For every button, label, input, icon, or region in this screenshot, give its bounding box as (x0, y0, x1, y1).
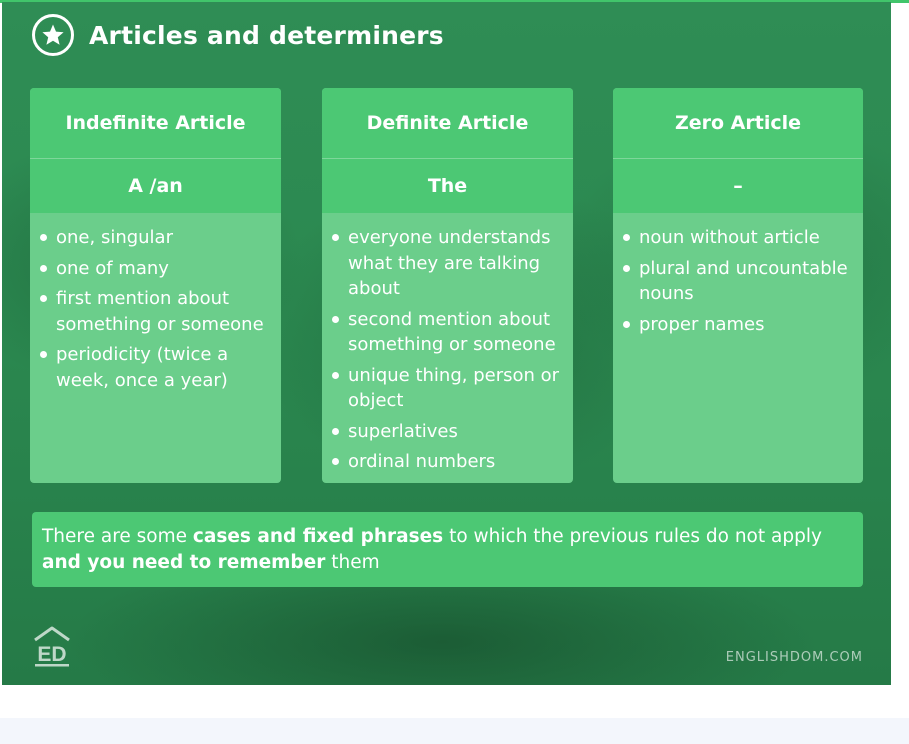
list-item: superlatives (330, 419, 565, 445)
top-accent-line (0, 0, 909, 3)
list-item: first mention about something or someone (38, 286, 273, 337)
list-item: everyone understands what they are talki… (330, 225, 565, 302)
card-list: everyone understands what they are talki… (322, 213, 573, 475)
list-item: one, singular (38, 225, 273, 251)
note-text: There are some (42, 526, 193, 547)
logo-text: ED (37, 643, 66, 666)
page-bottom-bar (0, 718, 909, 744)
card-header: Zero Article (613, 88, 863, 158)
card-subheader: – (613, 158, 863, 213)
list-item: one of many (38, 256, 273, 282)
list-item: proper names (621, 312, 855, 338)
note-bold-text: and you need to remember (42, 551, 326, 573)
list-item: unique thing, person or object (330, 363, 565, 414)
card-list: one, singular one of many first mention … (30, 213, 281, 393)
card-subheader: A /an (30, 158, 281, 213)
card-indefinite-article: Indefinite Article A /an one, singular o… (30, 88, 281, 483)
infographic-slide: Articles and determiners Indefinite Arti… (2, 2, 891, 685)
list-item: periodicity (twice a week, once a year) (38, 342, 273, 393)
house-icon: ED (32, 624, 72, 672)
note-text: them (325, 551, 380, 573)
note-bold-text: cases and fixed phrases (192, 526, 444, 547)
title-row: Articles and determiners (32, 14, 444, 56)
site-url: ENGLISHDOM.COM (725, 650, 863, 665)
card-zero-article: Zero Article – noun without article plur… (613, 88, 863, 483)
page-title: Articles and determiners (89, 20, 444, 50)
note-box: There are some cases and fixed phrases t… (32, 512, 863, 587)
list-item: ordinal numbers (330, 449, 565, 475)
card-definite-article: Definite Article The everyone understand… (322, 88, 573, 483)
card-header: Indefinite Article (30, 88, 281, 158)
card-subheader: The (322, 158, 573, 213)
list-item: plural and uncountable nouns (621, 256, 855, 307)
note-text: to which the previous rules do not apply (443, 526, 822, 547)
star-icon (32, 14, 74, 56)
list-item: second mention about something or someon… (330, 307, 565, 358)
list-item: noun without article (621, 225, 855, 251)
card-header: Definite Article (322, 88, 573, 158)
card-list: noun without article plural and uncounta… (613, 213, 863, 337)
